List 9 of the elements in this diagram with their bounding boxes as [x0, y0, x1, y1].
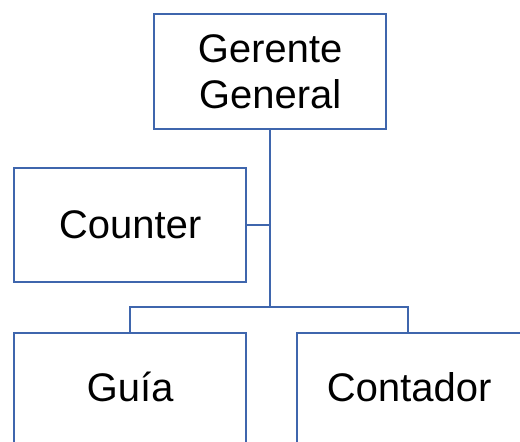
- org-box: [13, 332, 247, 442]
- org-box: [153, 13, 387, 130]
- role-title: Contador: [326, 365, 492, 411]
- role-title: Counter: [58, 202, 202, 248]
- connector-line: [269, 130, 409, 332]
- org-box: [296, 332, 520, 442]
- org-box: [13, 167, 247, 283]
- role-title: Gerente General: [196, 26, 344, 118]
- role-title: Guía: [86, 365, 174, 411]
